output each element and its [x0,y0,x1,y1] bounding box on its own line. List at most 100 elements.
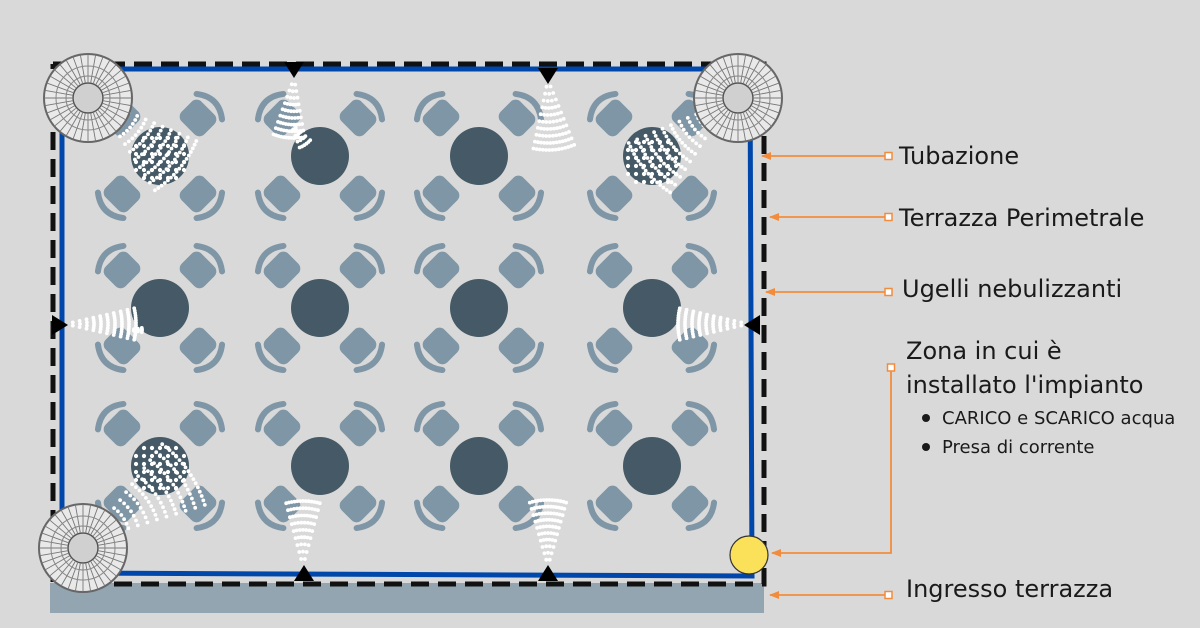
mist-dot [193,481,198,486]
mist-dot [161,505,165,510]
mist-dot [541,538,546,542]
leader-end [884,212,893,222]
chair-icon [413,242,460,289]
mist-dot [165,453,171,459]
mist-dot [564,131,568,136]
label-zona-impianto: Zona in cui è installato l'impianto [906,334,1144,402]
mist-dot [655,180,659,185]
fan-spoke [97,553,125,564]
mist-dot [153,152,158,157]
chair-icon [498,400,545,447]
mist-spray [291,126,313,150]
mist-dot [271,132,276,137]
mist-dot [284,128,289,133]
mist-dot [289,122,294,127]
mist-dot [541,524,546,529]
mist-dot [141,510,146,515]
mist-dot [556,104,561,108]
mist-dot [557,147,561,152]
mist-dot [190,496,194,501]
mist-dot [301,136,305,141]
mist-dot [292,109,296,114]
mist-dot [732,322,736,326]
mist-dot [305,513,310,518]
fan-spoke [704,107,727,127]
mist-dot [294,528,299,533]
mist-dot [657,179,663,185]
mist-dot [560,139,565,144]
mist-dot [317,501,322,506]
mist-dot [172,507,177,512]
fan-spoke [709,109,729,132]
mist-dot [149,445,155,451]
chair-seat [103,251,141,289]
mist-dot [296,132,301,137]
mist-dot [540,545,545,549]
fan-hub [722,82,754,114]
chair-icon [413,485,460,532]
mist-dot [172,467,177,471]
chair-icon [254,485,301,532]
mist-dot [287,129,292,134]
mist-dot [553,105,558,109]
mist-dot [143,135,148,140]
mist-dot [548,126,553,131]
chair-back [512,189,545,222]
mist-dot [655,137,660,142]
mist-dot [123,142,127,147]
mist-dot [149,168,154,172]
mist-dot [292,96,296,100]
mist-dot [167,132,172,136]
mist-dot [165,135,170,140]
mist-dot [551,91,556,95]
mist-dot [549,551,554,556]
chair-icon [179,90,226,137]
mist-dot [531,513,536,518]
mist-dot [659,172,664,177]
mist-dot [718,323,722,328]
mist-dot [649,145,654,149]
mist-dot [537,147,542,152]
mist-dot [287,88,292,93]
fan-spoke [54,69,77,89]
chair-icon [413,90,460,137]
mist-dot [299,115,303,120]
mist-dot [106,320,110,325]
mist-dot [569,144,574,148]
mist-dot [147,157,152,162]
fan-spoke [729,54,736,83]
mist-dot [662,147,667,152]
mist-dot [176,491,181,495]
fan-spoke [709,64,729,87]
mist-dot [543,504,548,509]
leader-zona [771,363,896,557]
mist-dot [544,544,549,549]
mist-dot [137,488,142,493]
mist-dot [143,117,148,122]
mist-dot [566,137,571,142]
mist-dot [689,149,694,154]
perimeter-line [50,61,767,587]
mist-dot [141,445,147,451]
chair-seat [671,485,709,523]
mist-dot [563,146,567,150]
mist-dot [632,152,636,156]
mist-dot [553,538,558,543]
mist-dot [180,479,185,483]
mist-dot [302,535,307,540]
mist-dot [148,458,153,462]
fan-spoke [85,504,92,533]
mist-dot [638,162,643,167]
mist-dot [641,165,646,170]
mist-dot [145,520,150,525]
mist-dot [202,503,207,507]
mist-dot [630,148,635,153]
mist-dot [292,122,296,127]
mist-dot [105,318,110,322]
mist-dot [693,151,697,156]
fan-spoke [74,504,81,533]
mist-dot [306,543,311,547]
mist-dot [552,511,556,516]
chair-back [413,400,446,433]
mist-dot [539,518,543,523]
